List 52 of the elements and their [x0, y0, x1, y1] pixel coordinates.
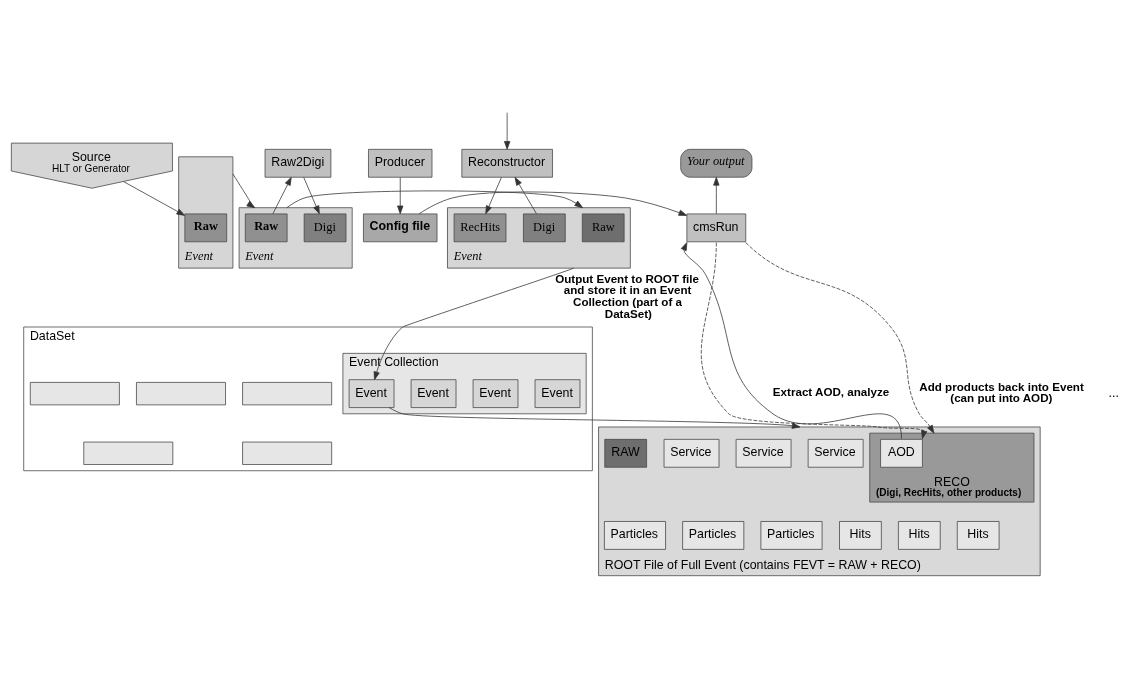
node-box [136, 382, 226, 406]
arrow [123, 181, 186, 216]
edge-label: Output Event to ROOT file and store it in an Event Collection (part of a DataSet) [555, 271, 700, 320]
node-box: Producer [368, 148, 433, 178]
arrow [272, 177, 292, 215]
arrow [504, 112, 511, 150]
node-box: Event [410, 379, 457, 408]
arrow [418, 191, 688, 216]
node-box: Particles [604, 521, 666, 550]
node-box: Hits [839, 521, 882, 550]
label: ... [1108, 385, 1119, 400]
node-box [242, 382, 333, 406]
node-box: Particles [682, 521, 745, 550]
edge-label: Extract AOD, analyze [772, 384, 890, 398]
node-box: Digi [523, 213, 566, 243]
arrow [232, 173, 256, 209]
node-box: RecHits [453, 213, 507, 243]
node-box: AOD [880, 438, 923, 468]
node-box [29, 382, 120, 406]
node-box: Hits [956, 521, 1000, 550]
arrow [373, 267, 575, 380]
arrow [485, 177, 502, 215]
arrow [713, 177, 720, 215]
node-box: Service [663, 438, 720, 468]
node-box [83, 441, 174, 465]
arrow [397, 177, 404, 215]
node-box: Service [807, 438, 864, 468]
node-box: Config file [363, 213, 438, 243]
node-box: Raw [184, 213, 228, 243]
edge-label: Add products back into Event (can put into AOD) [919, 379, 1084, 405]
node-box: RAW [604, 438, 647, 468]
node-box: Your output [680, 148, 753, 178]
node-box [242, 441, 333, 465]
arrow [700, 242, 935, 439]
arrow [680, 242, 902, 439]
arrow [745, 242, 935, 434]
node-box: Raw [581, 213, 625, 243]
node-box: Hits [898, 521, 941, 550]
arrow [388, 407, 801, 429]
node-box: Particles [760, 521, 823, 550]
node-box: cmsRun [686, 213, 747, 243]
node-box: Event [472, 379, 519, 408]
arrow [286, 190, 583, 209]
node-box: Raw2Digi [264, 148, 332, 178]
node-box: Service [735, 438, 792, 468]
node-box: Event [348, 379, 395, 408]
node-box: Event [534, 379, 581, 408]
node-box: Reconstructor [461, 148, 553, 178]
node-box: Digi [303, 213, 347, 243]
node-box: Raw [244, 213, 288, 243]
arrow [514, 177, 537, 215]
arrow [303, 177, 320, 215]
